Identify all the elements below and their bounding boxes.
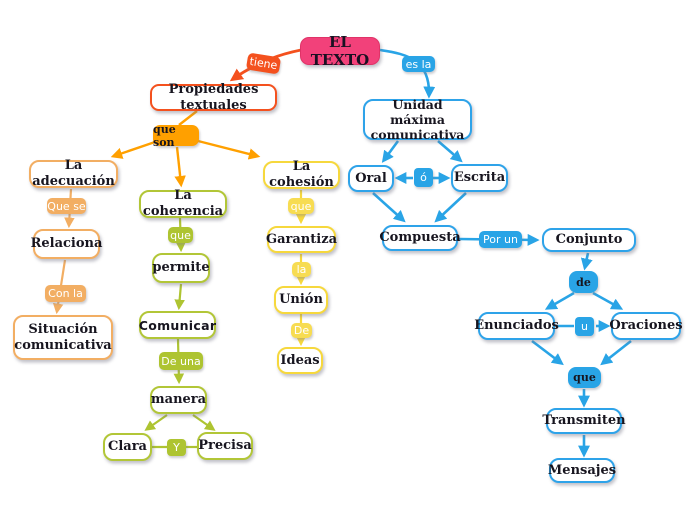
- edge-label-de-cohesion[interactable]: De: [291, 323, 312, 338]
- node-situacion-comunicativa[interactable]: Situación comunicativa: [13, 315, 113, 360]
- node-el-texto[interactable]: EL TEXTO: [300, 33, 380, 69]
- edge-label-y[interactable]: Y: [167, 439, 186, 456]
- node-oral[interactable]: Oral: [348, 165, 394, 192]
- edge-label-es-la[interactable]: es la: [402, 56, 435, 72]
- edge-label-la[interactable]: la: [292, 262, 311, 277]
- node-propiedades-textuales[interactable]: Propiedades textuales: [150, 82, 277, 113]
- node-la-cohesion[interactable]: La cohesión: [263, 159, 340, 190]
- node-la-coherencia[interactable]: La coherencia: [139, 188, 227, 219]
- edge-label-de-una[interactable]: De una: [159, 352, 203, 370]
- node-oraciones[interactable]: Oraciones: [609, 312, 683, 340]
- node-manera[interactable]: manera: [150, 386, 207, 414]
- node-ideas[interactable]: Ideas: [277, 347, 323, 374]
- node-escrita[interactable]: Escrita: [451, 164, 508, 192]
- edge-label-que-se[interactable]: Que se: [47, 198, 86, 214]
- node-precisa[interactable]: Precisa: [197, 432, 253, 460]
- node-unidad-maxima-comunicativa[interactable]: Unidad máxima comunicativa: [363, 97, 472, 142]
- node-union[interactable]: Unión: [274, 286, 328, 314]
- edge-label-que-cohesion[interactable]: que: [288, 198, 314, 214]
- edge-label-que-blue[interactable]: que: [568, 367, 601, 388]
- node-permite[interactable]: permite: [152, 253, 210, 283]
- node-transmiten[interactable]: Transmiten: [542, 408, 626, 434]
- edge-label-por-un[interactable]: Por un: [479, 231, 522, 248]
- node-garantiza[interactable]: Garantiza: [266, 226, 337, 253]
- node-compuesta[interactable]: Compuesta: [379, 225, 461, 251]
- node-comunicar[interactable]: Comunicar: [139, 311, 216, 339]
- edge-label-o[interactable]: ó: [414, 168, 433, 187]
- node-mensajes[interactable]: Mensajes: [548, 458, 616, 483]
- edge-label-que-coherencia[interactable]: que: [168, 227, 193, 243]
- node-conjunto[interactable]: Conjunto: [542, 228, 636, 252]
- node-clara[interactable]: Clara: [103, 433, 152, 461]
- edge-label-que-son[interactable]: que son: [153, 123, 199, 149]
- node-relaciona[interactable]: Relaciona: [31, 229, 102, 259]
- edge-label-de-blue[interactable]: de: [569, 271, 598, 293]
- node-enunciados[interactable]: Enunciados: [474, 312, 559, 340]
- edge-label-u[interactable]: u: [575, 317, 594, 336]
- node-la-adecuacion[interactable]: La adecuación: [29, 158, 118, 189]
- edge-label-con-la[interactable]: Con la: [45, 285, 86, 302]
